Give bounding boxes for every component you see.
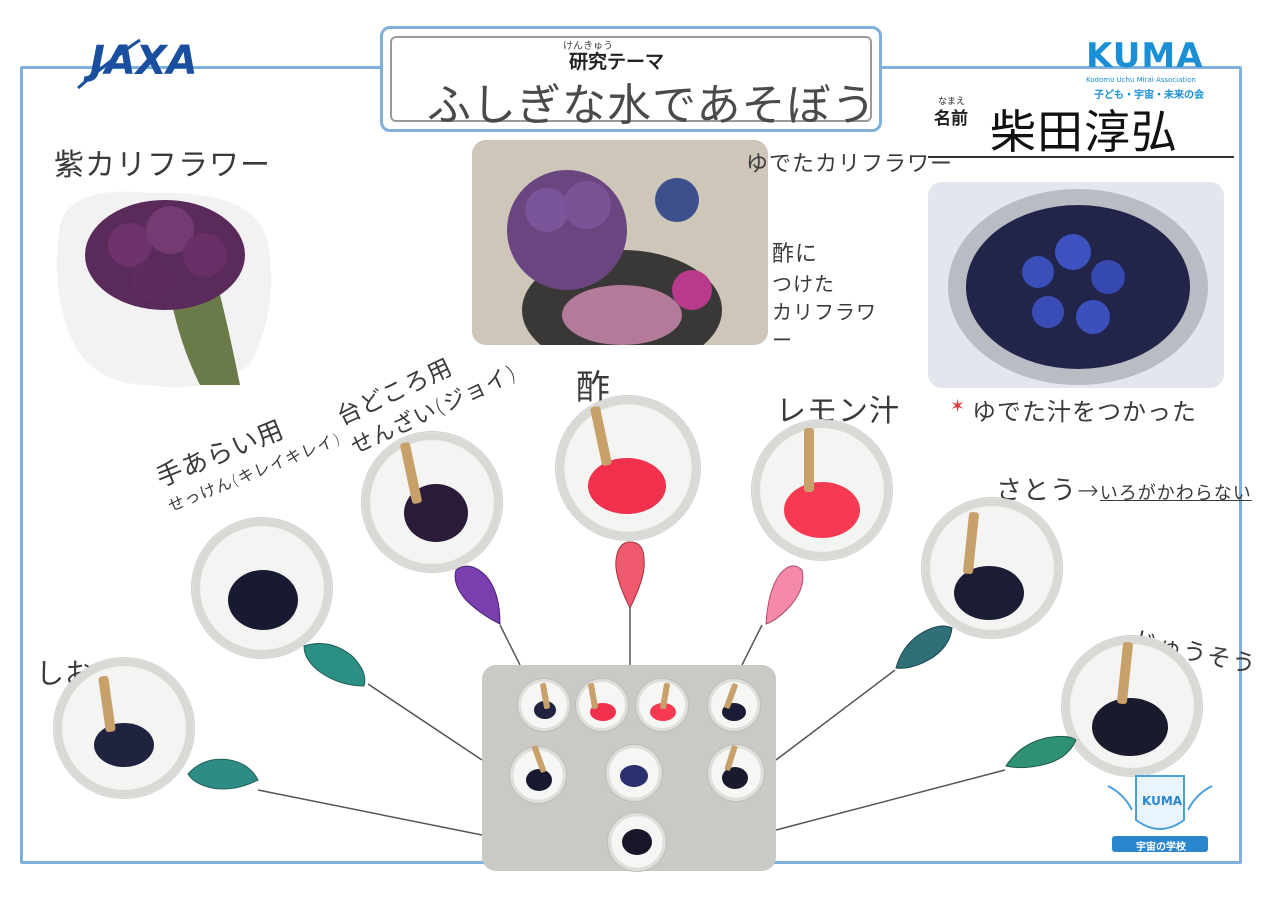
jaxa-logo: JAXA: [70, 30, 200, 96]
boiled-note: ゆでた汁をつかった: [972, 398, 1197, 426]
drop-lemon-icon: [765, 565, 804, 625]
kuma-logo: KUMA Kodomo Uchu Mirai Association 子ども・宇…: [1082, 36, 1212, 101]
tray-photo: [482, 665, 776, 871]
cup-label-sugar-line-2: いろがかわらない: [1099, 483, 1252, 504]
theme-furigana: けんきゅう: [563, 41, 613, 52]
boiled-cauliflower-label: ゆでたカリフラワー: [746, 152, 954, 177]
purple-cauliflower-photo: [50, 185, 280, 395]
badge-logo-text: KUMA: [1142, 794, 1183, 808]
vinegar-photo: [472, 140, 768, 345]
cup-vinegar: [556, 396, 700, 540]
cup-baking-soda: [1062, 636, 1202, 776]
star-icon: ✶: [950, 396, 966, 417]
badge-crest-icon: [1107, 775, 1213, 852]
cup-salt: [54, 658, 194, 798]
jaxa-logo-icon: [77, 38, 141, 90]
name-label: 名前: [934, 109, 968, 129]
cup-salt-liquid: [94, 723, 154, 767]
purple-cauliflower-label: 紫カリフラワー: [54, 148, 271, 183]
cup-lemon-liquid: [784, 482, 860, 538]
cup-baking-soda-liquid: [1092, 698, 1168, 756]
cup-hand-soap: [192, 518, 332, 658]
vinegar-note: 酢に つけた カリフラワー: [772, 240, 882, 354]
drop-vinegar-icon: [615, 541, 645, 610]
cup-lemon: [752, 420, 892, 560]
drop-salt-icon: [187, 758, 259, 790]
name-underline: [928, 156, 1234, 158]
kuma-jp: 子ども・宇宙・未来の会: [1094, 90, 1204, 101]
kuma-sub: Kodomo Uchu Mirai Association: [1086, 76, 1196, 84]
name-value: 柴田淳弘: [990, 105, 1178, 159]
theme-label: 研究テーマ: [569, 51, 665, 73]
drop-sugar-icon: [895, 625, 953, 669]
cup-dish-soap: [362, 432, 502, 572]
cup-label-sugar: さとう→いろがかわらない: [996, 470, 1252, 507]
vinegar-note-line-1: 酢に: [772, 242, 819, 267]
vinegar-note-line-3: カリフラワー: [772, 300, 877, 352]
drop-dish-soap-icon: [454, 565, 501, 625]
kuma-logo-text: KUMA: [1086, 36, 1204, 76]
name-furigana: なまえ: [938, 97, 966, 107]
jaxa-logo-text: JAXA: [90, 38, 198, 84]
boiled-photo: [928, 182, 1224, 388]
theme-title-box: けんきゅう 研究テーマ ふしぎな水であそぼう: [380, 26, 882, 132]
cup-hand-soap-liquid: [228, 570, 298, 630]
school-badge-text: 宇宙の学校: [1136, 842, 1186, 853]
cup-vinegar-liquid: [588, 458, 666, 514]
cup-sugar-liquid: [954, 566, 1024, 620]
vinegar-note-line-2: つけた: [772, 272, 835, 296]
school-badge: KUMA 宇宙の学校: [1098, 766, 1222, 856]
cup-sugar: [922, 498, 1062, 638]
drop-hand-soap-icon: [303, 643, 366, 687]
drop-baking-soda-icon: [1005, 735, 1077, 769]
theme-title: ふしぎな水であそぼう: [427, 80, 877, 131]
